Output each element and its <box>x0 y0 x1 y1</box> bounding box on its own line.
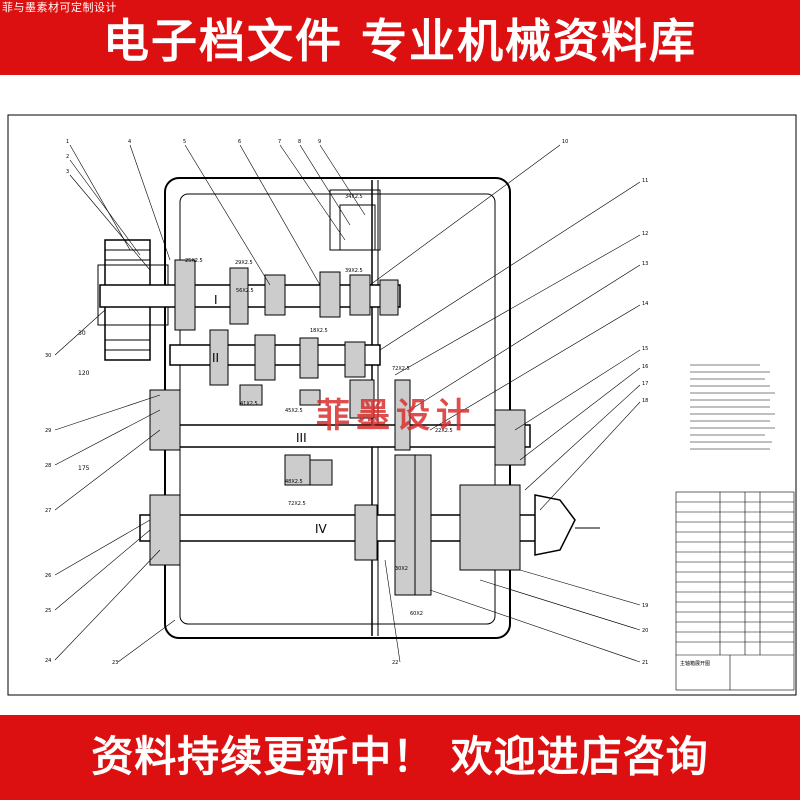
dimension-label: 120 <box>78 370 90 377</box>
part-number: 3 <box>66 169 69 175</box>
gear-labels: 25X2.5 29X2.5 34X2.5 39X2.5 56X2.5 18X2.… <box>185 194 453 617</box>
part-number: 8 <box>298 139 301 145</box>
banner-footer: 资料持续更新中！ 欢迎进店咨询 <box>91 732 709 781</box>
part-number: 14 <box>642 301 648 307</box>
bottom-banner: 资料持续更新中！ 欢迎进店咨询 <box>0 715 800 800</box>
gear-label: 39X2.5 <box>345 268 363 274</box>
part-number: 29 <box>45 428 51 434</box>
part-number: 13 <box>642 261 648 267</box>
shaft-label-2: II <box>212 351 219 365</box>
part-number: 15 <box>642 346 648 352</box>
gear-label: 18X2.5 <box>310 328 328 334</box>
part-number: 30 <box>45 353 51 359</box>
dimension-label: 30 <box>78 330 86 337</box>
gear-label: 56X2.5 <box>236 288 254 294</box>
part-number: 12 <box>642 231 648 237</box>
gear-label: 48X2.5 <box>285 479 303 485</box>
spindle-nose <box>534 494 600 556</box>
part-number: 26 <box>45 573 51 579</box>
part-number: 27 <box>45 508 51 514</box>
part-number: 4 <box>128 139 131 145</box>
part-numbers: 1 2 3 4 5 6 7 8 9 10 11 12 13 14 15 16 1… <box>45 139 648 666</box>
part-number: 5 <box>183 139 186 145</box>
shaft-label-1: I <box>214 293 218 307</box>
leader-lines <box>54 144 641 663</box>
part-number: 1 <box>66 139 69 145</box>
part-number: 25 <box>45 608 51 614</box>
gear-label: 41X2.5 <box>240 401 258 407</box>
part-number: 24 <box>45 658 51 664</box>
dimension-label: 175 <box>78 465 90 472</box>
part-number: 6 <box>238 139 241 145</box>
gear-label: 60X2 <box>410 611 423 617</box>
gear-label: 45X2.5 <box>285 408 303 414</box>
part-number: 23 <box>112 660 118 666</box>
gears <box>149 259 526 596</box>
part-number: 22 <box>392 660 398 666</box>
part-number: 7 <box>278 139 281 145</box>
part-number: 18 <box>642 398 648 404</box>
gear-label: 30X2 <box>395 566 408 572</box>
top-banner: 菲与墨素材可定制设计 电子档文件 专业机械资料库 <box>0 0 800 75</box>
dimension-labels: 30 120 175 <box>78 330 90 472</box>
part-number: 2 <box>66 154 69 160</box>
banner-title: 电子档文件 专业机械资料库 <box>102 14 697 68</box>
gear-label: 29X2.5 <box>235 260 253 266</box>
center-watermark: 菲墨设计 <box>316 396 476 436</box>
parts-list-table <box>675 491 795 691</box>
gear-label: 72X2.5 <box>288 501 306 507</box>
shaft-labels: I II III IV <box>212 293 328 536</box>
part-number: 16 <box>642 364 648 370</box>
part-number: 10 <box>562 139 568 145</box>
part-number: 21 <box>642 660 648 666</box>
part-number: 11 <box>642 178 648 184</box>
technical-notes <box>690 364 775 450</box>
gear-label: 22X2.5 <box>435 428 453 434</box>
shop-watermark-text: 菲与墨素材可定制设计 <box>2 1 117 14</box>
part-number: 9 <box>318 139 321 145</box>
shaft-label-3: III <box>296 431 307 445</box>
gear-label: 25X2.5 <box>185 258 203 264</box>
title-block-name: 主轴箱展开图 <box>680 660 710 667</box>
gear-label: 34X2.5 <box>345 194 363 200</box>
part-number: 28 <box>45 463 51 469</box>
shaft-label-4: IV <box>315 522 328 536</box>
part-number: 17 <box>642 381 648 387</box>
gear-label: 72X2.5 <box>392 366 410 372</box>
part-number: 20 <box>642 628 648 634</box>
mechanical-drawing: I II III IV 25X2.5 29X2.5 34X2.5 39X2.5 … <box>7 114 797 696</box>
part-number: 19 <box>642 603 648 609</box>
